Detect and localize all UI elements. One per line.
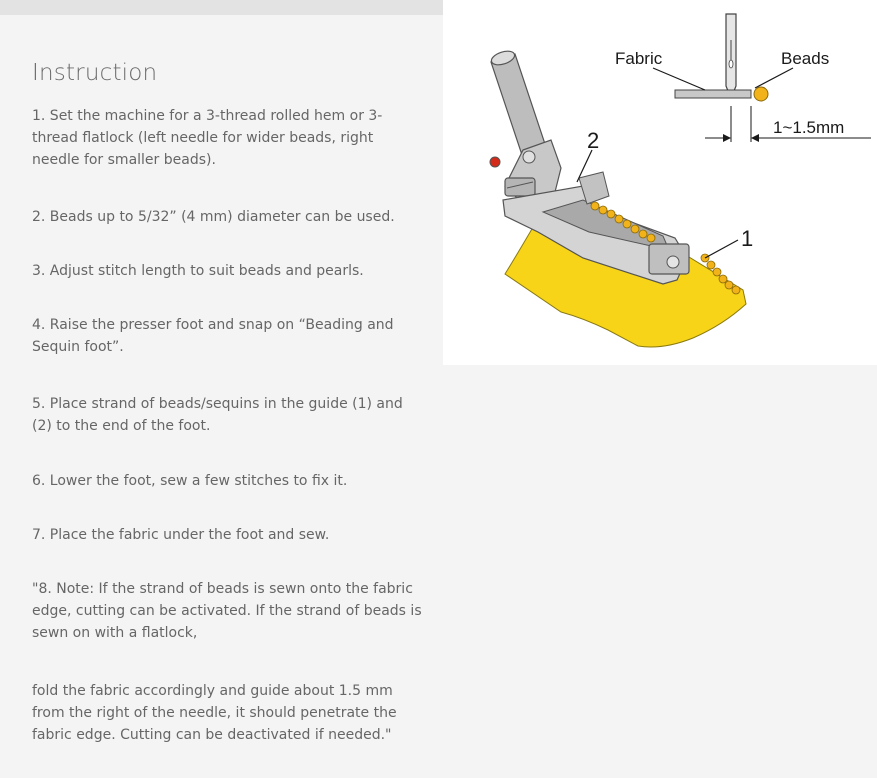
beading-foot-illustration: 2 1 Fabric Beads 1~1.5mm xyxy=(443,0,877,365)
step-3: 3. Adjust stitch length to suit beads an… xyxy=(32,263,364,279)
step-5: 5. Place strand of beads/sequins in the … xyxy=(32,396,403,434)
instruction-panel: Instruction 1. Set the machine for a 3-t… xyxy=(32,60,422,743)
step-4: 4. Raise the presser foot and snap on “B… xyxy=(32,317,394,355)
step-7: 7. Place the fabric under the foot and s… xyxy=(32,527,330,543)
callout-1-leader xyxy=(704,239,739,259)
top-bar xyxy=(0,0,443,15)
beading-foot-diagram: 2 1 Fabric Beads 1~1.5mm xyxy=(489,13,871,348)
step-8-note-continued: fold the fabric accordingly and guide ab… xyxy=(32,683,397,743)
bead-detail xyxy=(753,86,769,102)
presser-foot xyxy=(489,50,690,285)
label-measurement: 1~1.5mm xyxy=(773,118,844,137)
step-1: 1. Set the machine for a 3-thread rolled… xyxy=(32,108,383,168)
instruction-heading: Instruction xyxy=(32,60,158,86)
label-fabric: Fabric xyxy=(615,49,663,68)
callout-1: 1 xyxy=(741,226,753,251)
step-6: 6. Lower the foot, sew a few stitches to… xyxy=(32,473,348,489)
label-beads: Beads xyxy=(781,49,829,68)
fabric-edge-detail xyxy=(674,89,752,99)
callout-2-leader xyxy=(576,149,593,183)
step-8-note: "8. Note: If the strand of beads is sewn… xyxy=(32,581,422,641)
callout-2: 2 xyxy=(587,128,599,153)
bead-strand xyxy=(590,201,741,295)
inset-detail xyxy=(652,13,871,142)
step-2: 2. Beads up to 5/32” (4 mm) diameter can… xyxy=(32,209,395,225)
